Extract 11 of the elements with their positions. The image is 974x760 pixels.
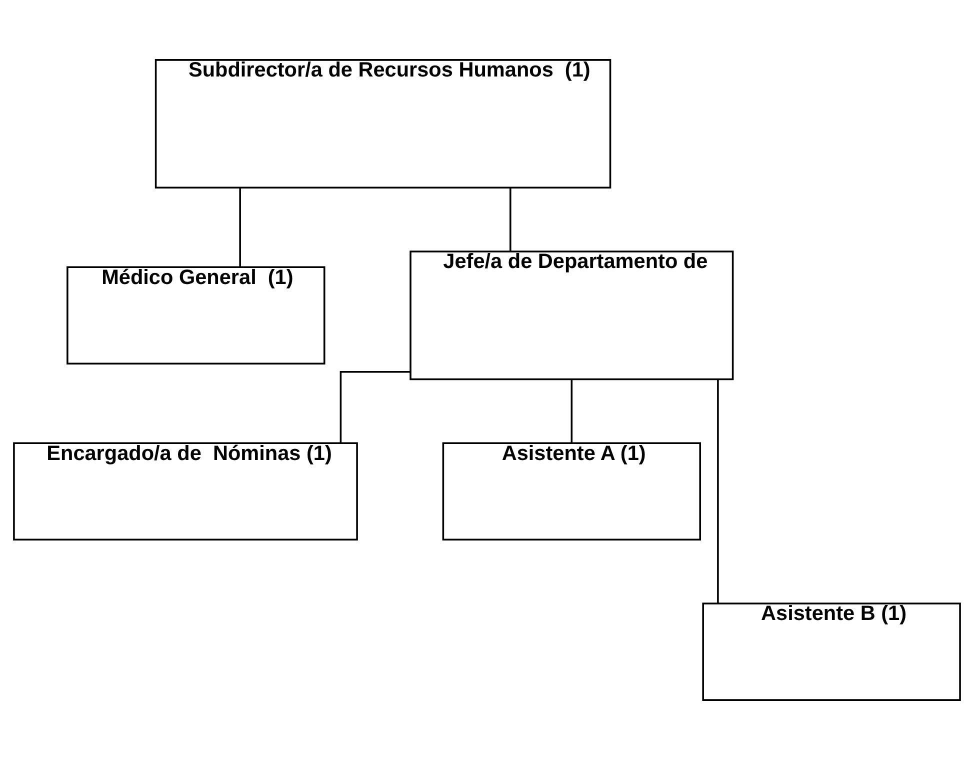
connector	[340, 370, 410, 443]
connector	[570, 379, 573, 443]
connector	[239, 188, 241, 267]
node-box: Asistente B (1)	[702, 602, 961, 701]
node-box: Subdirector/a de Recursos Humanos (1)	[154, 59, 612, 189]
node-box: Asistente A (1)	[442, 442, 702, 541]
node-box: Encargado/a de Nóminas (1)	[13, 442, 358, 541]
node-box: Médico General (1)	[66, 266, 326, 365]
node-box: Jefe/a de Departamento de	[410, 250, 734, 380]
connector	[717, 379, 719, 604]
connector	[510, 188, 512, 251]
